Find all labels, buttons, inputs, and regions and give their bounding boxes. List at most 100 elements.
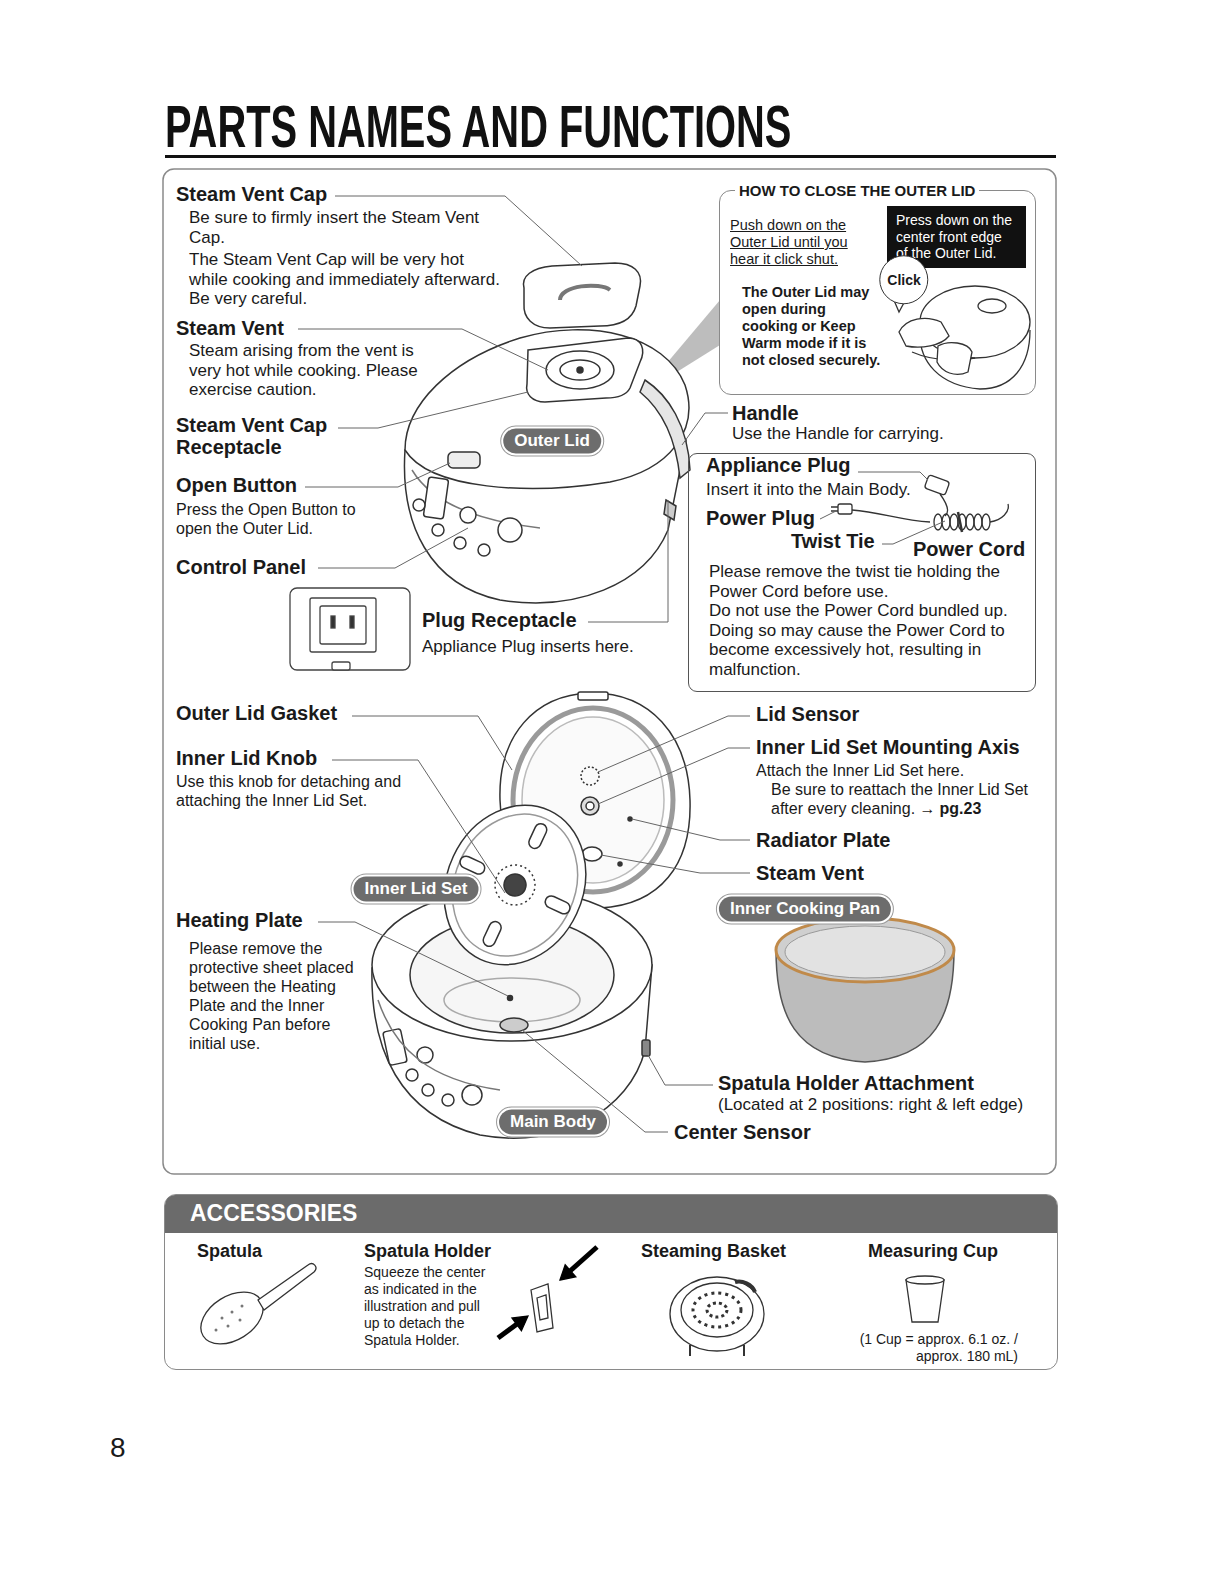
part-name: Handle <box>732 402 799 424</box>
part-name: Inner Lid Set Mounting Axis <box>756 736 1020 758</box>
label-holder: Attach the Inner Lid Set here. <box>756 761 964 780</box>
accessory-note: Squeeze the center as indicated in the i… <box>364 1264 485 1348</box>
instruction-panel: HOW TO CLOSE THE OUTER LIDPush down on t… <box>719 190 1036 395</box>
text-holder: Press down on the center front edge of t… <box>896 212 1017 262</box>
label-holder: Open Button <box>176 474 297 497</box>
label-holder: The Steam Vent Cap will be very hot whil… <box>189 250 501 309</box>
text-holder: Insert it into the Main Body. <box>706 480 911 500</box>
main-frame <box>163 169 1056 1174</box>
accessory-name: Measuring Cup <box>868 1241 998 1261</box>
part-description: Press the Open Button to open the Outer … <box>176 501 356 537</box>
part-name: Appliance Plug <box>706 454 850 476</box>
part-description: Insert it into the Main Body. <box>706 480 911 499</box>
part-group-label: Inner Lid Set <box>365 879 468 898</box>
label-holder: Lid Sensor <box>756 703 859 726</box>
part-name: Steam Vent <box>756 862 864 884</box>
accessory-note: (1 Cup = approx. 6.1 oz. / approx. 180 m… <box>860 1331 1018 1364</box>
part-name: Plug Receptacle <box>422 609 577 631</box>
page-title: PARTS NAMES AND FUNCTIONS <box>165 97 791 157</box>
label-holder: (1 Cup = approx. 6.1 oz. / approx. 180 m… <box>836 1331 1018 1365</box>
label-holder: Please remove the protective sheet place… <box>189 939 363 1053</box>
part-group-label: Inner Cooking Pan <box>730 899 880 918</box>
label-holder: Heating Plate <box>176 909 303 932</box>
caution-note: Be sure to firmly insert the Steam Vent … <box>189 208 479 247</box>
text-holder: Power Plug <box>706 507 815 530</box>
label-holder: Steam Vent Cap Receptacle <box>176 414 348 458</box>
accessory-name: Spatula <box>197 1241 262 1261</box>
page-number: 8 <box>110 1432 126 1463</box>
part-description: Attach the Inner Lid Set here. <box>756 762 964 779</box>
part-description: (Located at 2 positions: right & left ed… <box>718 1095 1023 1114</box>
label-holder: (Located at 2 positions: right & left ed… <box>718 1095 1023 1115</box>
text-holder: ACCESSORIES <box>190 1200 357 1226</box>
part-name: Power Cord <box>913 538 1025 560</box>
part-group-label: Main Body <box>510 1112 596 1131</box>
text-holder: Appliance Plug <box>706 454 850 477</box>
click-bubble: Click <box>879 255 928 304</box>
label-holder: Be sure to firmly insert the Steam Vent … <box>189 208 481 247</box>
label-holder: Appliance Plug inserts here. <box>422 637 634 657</box>
label-holder: Inner Lid Set Mounting Axis <box>756 736 1020 759</box>
part-name: Center Sensor <box>674 1121 811 1143</box>
label-holder: Center Sensor <box>674 1121 811 1144</box>
open-cooker <box>372 692 690 1138</box>
caution-note: Please remove the twist tie holding the … <box>709 562 1000 601</box>
part-name: Heating Plate <box>176 909 303 931</box>
label-holder: Plug Receptacle <box>422 609 577 632</box>
caution-note: The Steam Vent Cap will be very hot whil… <box>189 250 500 308</box>
part-name: Steam Vent <box>176 317 284 339</box>
part-name: Steam Vent Cap Receptacle <box>176 414 327 458</box>
part-name: Power Plug <box>706 507 815 529</box>
caution-note: Steam arising from the vent is very hot … <box>189 341 418 399</box>
accessory-name: Steaming Basket <box>641 1241 786 1261</box>
part-group-pill: Inner Cooking Pan <box>719 897 891 922</box>
label-holder: Steam Vent <box>176 317 284 340</box>
part-name: Control Panel <box>176 556 306 578</box>
label-holder: Spatula Holder <box>364 1241 491 1262</box>
label-holder: Handle <box>732 402 799 425</box>
instruction-text: Push down on the Outer Lid until you hea… <box>730 217 848 267</box>
label-holder: Squeeze the center as indicated in the i… <box>364 1264 498 1349</box>
sound-label: Click <box>887 272 920 288</box>
label-holder: Steam Vent <box>756 862 864 885</box>
text-holder: HOW TO CLOSE THE OUTER LID <box>735 182 979 199</box>
caution-note: Do not use the Power Cord bundled up. Do… <box>709 601 1008 679</box>
power-cord-panel: Appliance PlugInsert it into the Main Bo… <box>688 453 1036 692</box>
label-holder: Measuring Cup <box>868 1241 998 1262</box>
label-holder: Steam arising from the vent is very hot … <box>189 341 431 400</box>
part-group-pill: Outer Lid <box>503 429 601 454</box>
text-holder: Power Cord <box>913 538 1025 561</box>
closed-cooker <box>404 263 690 603</box>
caution-note: Please remove the protective sheet place… <box>189 940 354 1052</box>
label-holder: Outer Lid Gasket <box>176 702 337 725</box>
part-name: Inner Lid Knob <box>176 747 317 769</box>
label-holder: Be sure to reattach the Inner Lid Set af… <box>771 780 1035 818</box>
part-name: Open Button <box>176 474 297 496</box>
part-name: Twist Tie <box>791 530 875 552</box>
label-holder: Radiator Plate <box>756 829 890 852</box>
label-holder: Use the Handle for carrying. <box>732 424 944 444</box>
label-holder: Press the Open Button to open the Outer … <box>176 500 362 538</box>
text-holder: Push down on the Outer Lid until you hea… <box>730 217 864 268</box>
text-holder: Please remove the twist tie holding the … <box>709 562 1021 601</box>
part-description: Use this knob for detaching and attachin… <box>176 773 401 809</box>
text-holder: Do not use the Power Cord bundled up. Do… <box>709 601 1021 679</box>
leader-lines <box>298 196 945 1132</box>
part-group-pill: Inner Lid Set <box>354 877 479 902</box>
label-holder: Steaming Basket <box>641 1241 786 1262</box>
panel-heading: HOW TO CLOSE THE OUTER LID <box>739 182 975 199</box>
plug-receptacle-inset <box>290 588 410 670</box>
part-description: Use the Handle for carrying. <box>732 424 944 443</box>
part-name: Lid Sensor <box>756 703 859 725</box>
text-holder: Twist Tie <box>791 530 875 553</box>
page-reference: pg.23 <box>940 800 982 817</box>
part-group-pill: Main Body <box>499 1110 607 1135</box>
label-holder: Use this knob for detaching and attachin… <box>176 772 428 810</box>
part-description: Appliance Plug inserts here. <box>422 637 634 656</box>
part-name: Steam Vent Cap <box>176 183 327 205</box>
label-holder: Steam Vent Cap <box>176 183 327 206</box>
label-holder: Spatula Holder Attachment <box>718 1072 974 1095</box>
caution-note: Be sure to reattach the Inner Lid Set af… <box>771 781 1028 817</box>
label-holder: Spatula <box>197 1241 262 1262</box>
section-heading: ACCESSORIES <box>190 1200 357 1226</box>
